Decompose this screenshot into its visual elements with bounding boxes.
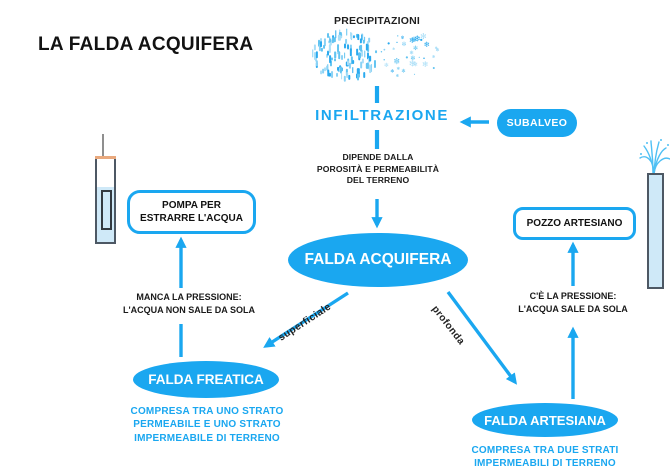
precipitation-label: PRECIPITAZIONI xyxy=(333,15,421,27)
freatica-desc-line: PERMEABILE E UNO STRATO xyxy=(133,419,281,431)
freatica-desc-line: COMPRESA TRA UNO STRATO xyxy=(130,406,284,417)
artesiana-description: COMPRESA TRA DUE STRATI IMPERMEABILI DI … xyxy=(463,444,627,471)
pressure-line: MANCA LA PRESSIONE: xyxy=(136,292,242,302)
branch-label-profonda: profonda xyxy=(429,303,467,348)
subalveo-label: SUBALVEO xyxy=(506,117,568,129)
page-title: LA FALDA ACQUIFERA xyxy=(38,34,254,55)
pump-top-band xyxy=(95,156,116,159)
note-line: DIPENDE DALLA xyxy=(342,152,414,162)
pressure-line: C'È LA PRESSIONE: xyxy=(529,291,617,301)
pump-body xyxy=(101,190,112,230)
snow-cloud-icon: •❄•✻•••❄•❄•❄•❄❄✻✻✻❄••✻✻✻❄❄✻✻✻✻❄•❄✻••❄✻ xyxy=(380,32,440,78)
note-line: DEL TERRENO xyxy=(346,175,410,185)
subalveo-node: SUBALVEO xyxy=(497,109,577,137)
pressure-line: L'ACQUA SALE DA SOLA xyxy=(518,303,628,314)
freatica-label: FALDA FREATICA xyxy=(148,372,264,387)
aquifer-node: FALDA ACQUIFERA xyxy=(288,233,468,287)
artesiana-node: FALDA ARTESIANA xyxy=(472,403,618,437)
freatica-pressure-note: MANCA LA PRESSIONE: L'ACQUA NON SALE DA … xyxy=(100,291,278,316)
pozzo-artesiano-box: POZZO ARTESIANO xyxy=(513,207,636,240)
rain-cloud-icon xyxy=(311,29,378,82)
freatica-node: FALDA FREATICA xyxy=(133,361,279,398)
pressure-line: L'ACQUA NON SALE DA SOLA xyxy=(123,304,255,315)
artesian-well-icon xyxy=(638,136,670,290)
water-spray-icon xyxy=(639,139,670,175)
artesiana-desc-line: IMPERMEABILI DI TERRENO xyxy=(474,458,616,470)
pump-tube xyxy=(95,156,116,244)
artesiana-desc-line: COMPRESA TRA DUE STRATI xyxy=(471,445,619,456)
pozzo-artesiano-label: POZZO ARTESIANO xyxy=(526,218,623,229)
pump-box-line: ESTRARRE L'ACQUA xyxy=(140,213,243,224)
infiltration-note: DIPENDE DALLA POROSITÀ E PERMEABILITÀ DE… xyxy=(297,152,459,187)
freatica-desc-line: IMPERMEABILE DI TERRENO xyxy=(134,432,280,444)
aquifer-label: FALDA ACQUIFERA xyxy=(304,251,452,268)
pump-box-line: POMPA PER xyxy=(162,200,221,211)
infiltration-label: INFILTRAZIONE xyxy=(315,107,449,124)
artesian-tube xyxy=(647,173,664,289)
artesiana-pressure-note: C'È LA PRESSIONE: L'ACQUA SALE DA SOLA xyxy=(493,290,653,315)
pump-well-icon xyxy=(92,134,118,244)
freatica-description: COMPRESA TRA UNO STRATO PERMEABILE E UNO… xyxy=(115,405,299,445)
artesiana-label: FALDA ARTESIANA xyxy=(484,412,606,428)
note-line: POROSITÀ E PERMEABILITÀ xyxy=(316,163,440,174)
pump-box: POMPA PER ESTRARRE L'ACQUA xyxy=(127,190,256,234)
